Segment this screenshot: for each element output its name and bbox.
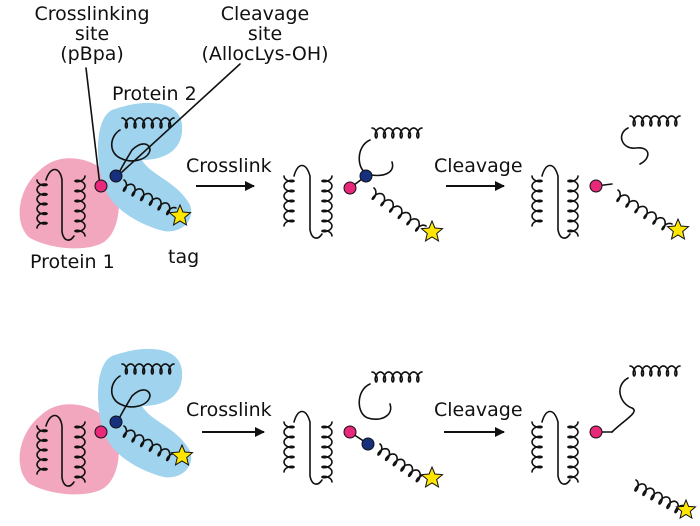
cleavage-site-label: Cleavage site (AllocLys-OH) — [180, 4, 350, 64]
cleavage-site-line2: site — [247, 23, 283, 45]
p2-top-helix-2 — [122, 179, 177, 216]
cleavage-site-leader — [121, 63, 241, 173]
p1-bottom-helix-c — [74, 421, 86, 483]
p2-top-right-helix-1 — [629, 115, 681, 127]
cleavage-site-dot-bottom-mid — [361, 437, 375, 451]
crosslink-step-label-bottom: Crosslink — [186, 399, 272, 421]
p1-bottom-mid-helix-c — [321, 421, 333, 483]
p2-top-right-helix-2 — [616, 189, 673, 231]
crosslink-site-dot-top-mid — [343, 181, 357, 195]
tag-star-bottom-initial — [170, 443, 194, 466]
p2-bottom-right-helix-2 — [634, 479, 685, 514]
protein2-label: Protein 2 — [112, 83, 197, 105]
p1-bottom-mid-loop — [293, 410, 323, 485]
tag-star-top-mid — [420, 219, 444, 242]
p1-bottom-right-helix-a — [531, 421, 543, 473]
protein2-blob-top — [98, 102, 192, 232]
protein2-blob-bottom — [98, 348, 192, 478]
p2-bottom-mid-loop — [358, 383, 392, 420]
p2-bottom-helix-1 — [121, 363, 175, 375]
p1-top-helix-c — [74, 175, 86, 237]
p1-top-right-helix-a — [531, 175, 543, 227]
p2-bottom-right-helix-1 — [629, 365, 681, 377]
crosslinking-site-label: Crosslinking site (pBpa) — [22, 4, 162, 64]
protein1-blob-top — [19, 158, 119, 249]
p1-top-right-loop — [541, 164, 571, 239]
crosslinking-site-line1: Crosslinking — [34, 3, 150, 25]
p1-top-loop — [45, 168, 75, 241]
p1-bottom-mid-helix-a — [283, 421, 295, 473]
p2-bottom-mid-helix-1 — [371, 371, 423, 383]
p2-top-right-loop — [620, 127, 649, 165]
crosslink-site-dot-top-initial — [94, 179, 108, 193]
p1-top-right-helix-c — [567, 175, 579, 237]
p2-bottom-loop — [110, 375, 151, 422]
p2-bottom-helix-2 — [122, 425, 177, 462]
p1-bottom-loop — [45, 414, 75, 487]
crosslink-site-dot-top-right — [589, 179, 603, 193]
p2-bottom-mid-helix-2 — [377, 443, 427, 483]
p1-top-helix-a — [36, 179, 48, 229]
cleavage-step-label-bottom: Cleavage — [434, 399, 523, 421]
cleavage-step-label-top: Cleavage — [434, 155, 523, 177]
p2-bottom-right-loop — [611, 377, 635, 433]
tag-star-top-right — [666, 217, 690, 240]
crosslinking-site-leader — [85, 67, 101, 187]
crosslinking-site-line3: (pBpa) — [60, 43, 124, 65]
tag-star-top-initial — [168, 203, 192, 226]
p1-bottom-helix-a — [36, 425, 48, 475]
crosslinking-site-line2: site — [74, 23, 110, 45]
p1-top-mid-helix-a — [283, 175, 295, 227]
p2-top-mid-helix-1 — [371, 127, 423, 139]
p1-top-mid-loop — [293, 164, 323, 239]
crosslink-site-dot-bottom-mid — [343, 425, 357, 439]
tag-label: tag — [168, 246, 200, 268]
tag-star-bottom-right — [675, 498, 697, 520]
p2-top-loop — [110, 129, 151, 176]
p1-bottom-right-loop — [541, 410, 571, 485]
crosslink-site-dot-bottom-initial — [94, 425, 108, 439]
protein1-label: Protein 1 — [30, 251, 115, 273]
cleavage-site-line3: (AllocLys-OH) — [201, 43, 329, 65]
crosslink-site-dot-bottom-right — [589, 425, 603, 439]
p1-bottom-right-helix-c — [567, 421, 579, 483]
cleavage-site-dot-bottom-initial — [109, 415, 123, 429]
cleavage-site-dot-top-initial — [109, 169, 123, 183]
crosslink-step-label-top: Crosslink — [186, 155, 272, 177]
tag-star-bottom-mid — [420, 465, 444, 488]
p2-top-helix-1 — [121, 117, 175, 129]
p1-top-mid-helix-c — [321, 175, 333, 237]
cleavage-site-dot-top-mid — [359, 169, 373, 183]
cleavage-site-line1: Cleavage — [220, 3, 310, 25]
p2-top-mid-helix-2 — [371, 187, 427, 232]
protein1-blob-bottom — [19, 404, 119, 495]
